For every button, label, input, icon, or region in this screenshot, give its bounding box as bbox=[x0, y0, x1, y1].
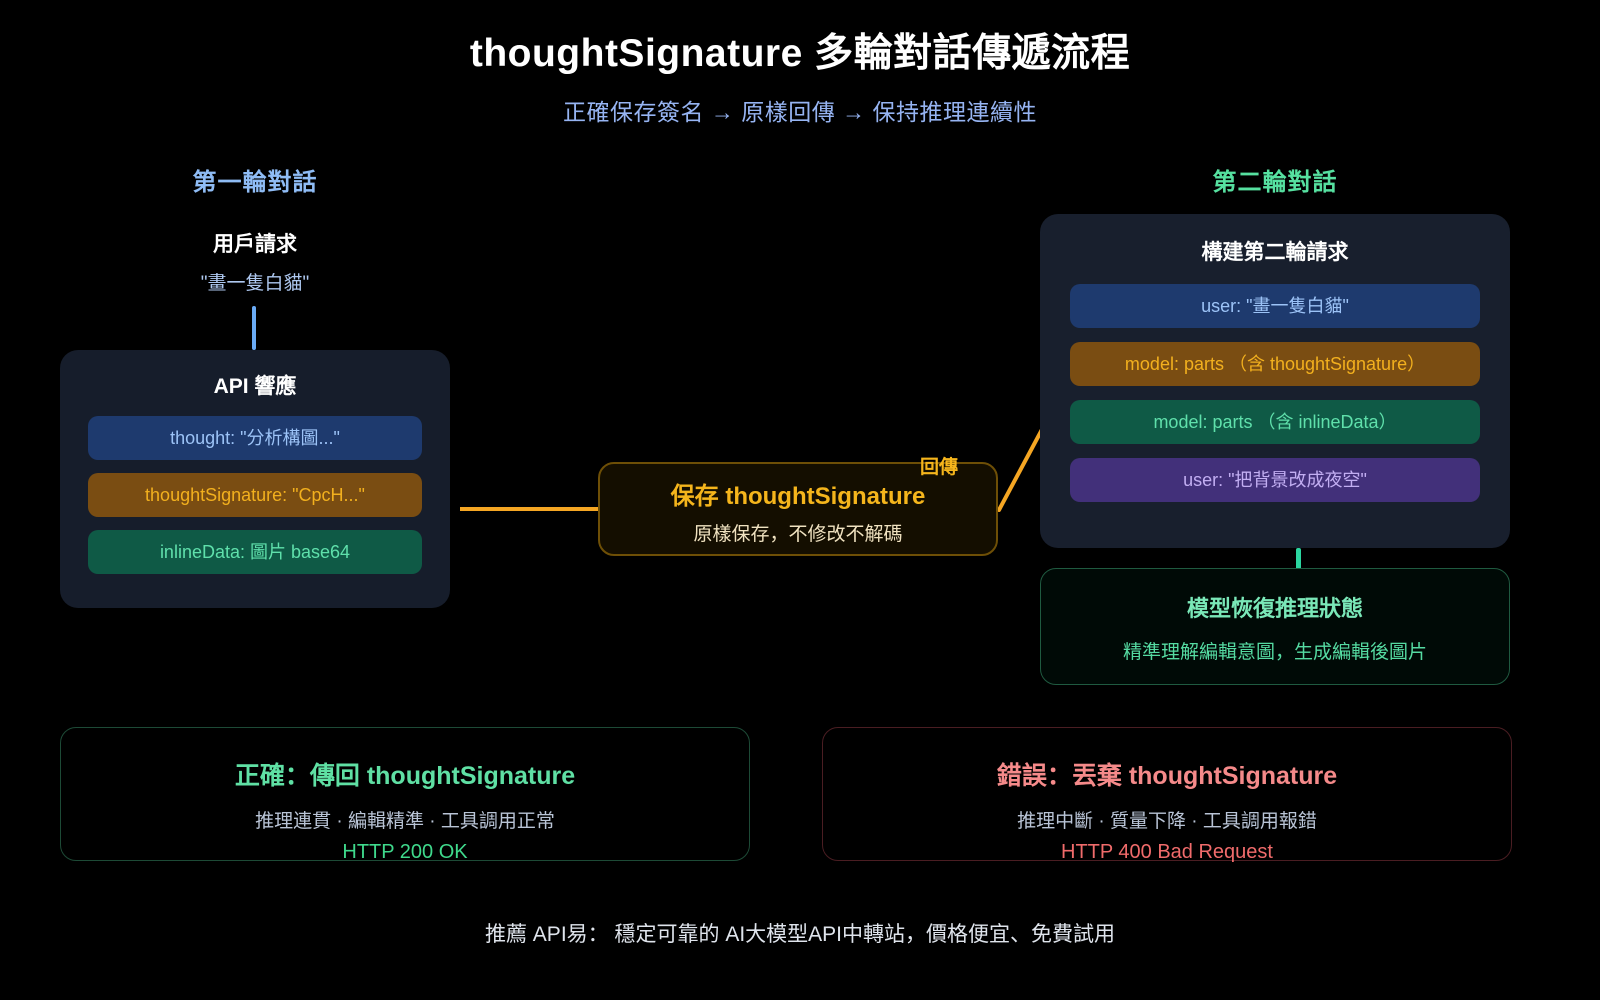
user-request-text: "畫一隻白貓" bbox=[200, 273, 310, 294]
request-pill-user-second: user: "把背景改成夜空" bbox=[1070, 458, 1480, 502]
comparison-wrong-title: 錯誤：丟棄 thoughtSignature bbox=[996, 762, 1338, 790]
second-request-card: 構建第二輪請求 user: "畫一隻白貓" model: parts （含 th… bbox=[1040, 214, 1510, 548]
api-response-card-title: API 響應 bbox=[213, 375, 297, 398]
save-signature-box: 保存 thoughtSignature 原樣保存，不修改不解碼 bbox=[598, 462, 998, 556]
column-heading-second-round: 第二輪對話 bbox=[1212, 169, 1338, 196]
save-signature-title: 保存 thoughtSignature bbox=[670, 483, 926, 510]
save-signature-badge: 回傳 bbox=[920, 457, 959, 478]
connector-request-to-restore bbox=[1296, 548, 1301, 570]
comparison-wrong-status: HTTP 400 Bad Request bbox=[1061, 841, 1273, 863]
request-pill-model-inline-data: model: parts （含 inlineData） bbox=[1070, 400, 1480, 444]
column-heading-first-round: 第一輪對話 bbox=[192, 169, 318, 196]
model-restore-box: 模型恢復推理狀態 精準理解編輯意圖，生成編輯後圖片 bbox=[1040, 568, 1510, 685]
page-title: thoughtSignature 多輪對話傳遞流程 bbox=[469, 32, 1131, 75]
request-pill-model-signature: model: parts （含 thoughtSignature） bbox=[1070, 342, 1480, 386]
second-request-card-title: 構建第二輪請求 bbox=[1201, 241, 1349, 264]
request-pill-user-first: user: "畫一隻白貓" bbox=[1070, 284, 1480, 328]
footer-note: 推薦 API易： 穩定可靠的 AI大模型API中轉站，價格便宜、免費試用 bbox=[484, 923, 1116, 946]
comparison-correct-box: 正確：傳回 thoughtSignature 推理連貫 · 編輯精準 · 工具調… bbox=[60, 727, 750, 863]
user-request-block: 用戶請求 "畫一隻白貓" bbox=[60, 228, 450, 295]
api-pill-inline-data: inlineData: 圖片 base64 bbox=[88, 530, 422, 574]
user-request-title: 用戶請求 bbox=[213, 233, 297, 256]
page-subtitle: 正確保存簽名 → 原樣回傳 → 保持推理連續性 bbox=[562, 98, 1038, 125]
diagram-header: thoughtSignature 多輪對話傳遞流程 正確保存簽名 → 原樣回傳 … bbox=[0, 30, 1600, 127]
comparison-correct-status: HTTP 200 OK bbox=[342, 841, 468, 863]
model-restore-title: 模型恢復推理狀態 bbox=[1186, 596, 1363, 621]
connector-user-to-api bbox=[252, 306, 256, 350]
comparison-correct-subtitle: 推理連貫 · 編輯精準 · 工具調用正常 bbox=[255, 811, 555, 832]
connector-api-to-save bbox=[460, 507, 598, 511]
comparison-wrong-box: 錯誤：丟棄 thoughtSignature 推理中斷 · 質量下降 · 工具調… bbox=[822, 727, 1512, 863]
comparison-wrong-subtitle: 推理中斷 · 質量下降 · 工具調用報錯 bbox=[1017, 811, 1317, 832]
api-response-card: API 響應 thought: "分析構圖..." thoughtSignatu… bbox=[60, 350, 450, 608]
comparison-correct-title: 正確：傳回 thoughtSignature bbox=[234, 762, 576, 790]
api-pill-thought: thought: "分析構圖..." bbox=[88, 416, 422, 460]
model-restore-subtitle: 精準理解編輯意圖，生成編輯後圖片 bbox=[1122, 642, 1427, 663]
save-signature-subtitle: 原樣保存，不修改不解碼 bbox=[693, 524, 903, 545]
api-pill-thought-signature: thoughtSignature: "CpcH..." bbox=[88, 473, 422, 517]
